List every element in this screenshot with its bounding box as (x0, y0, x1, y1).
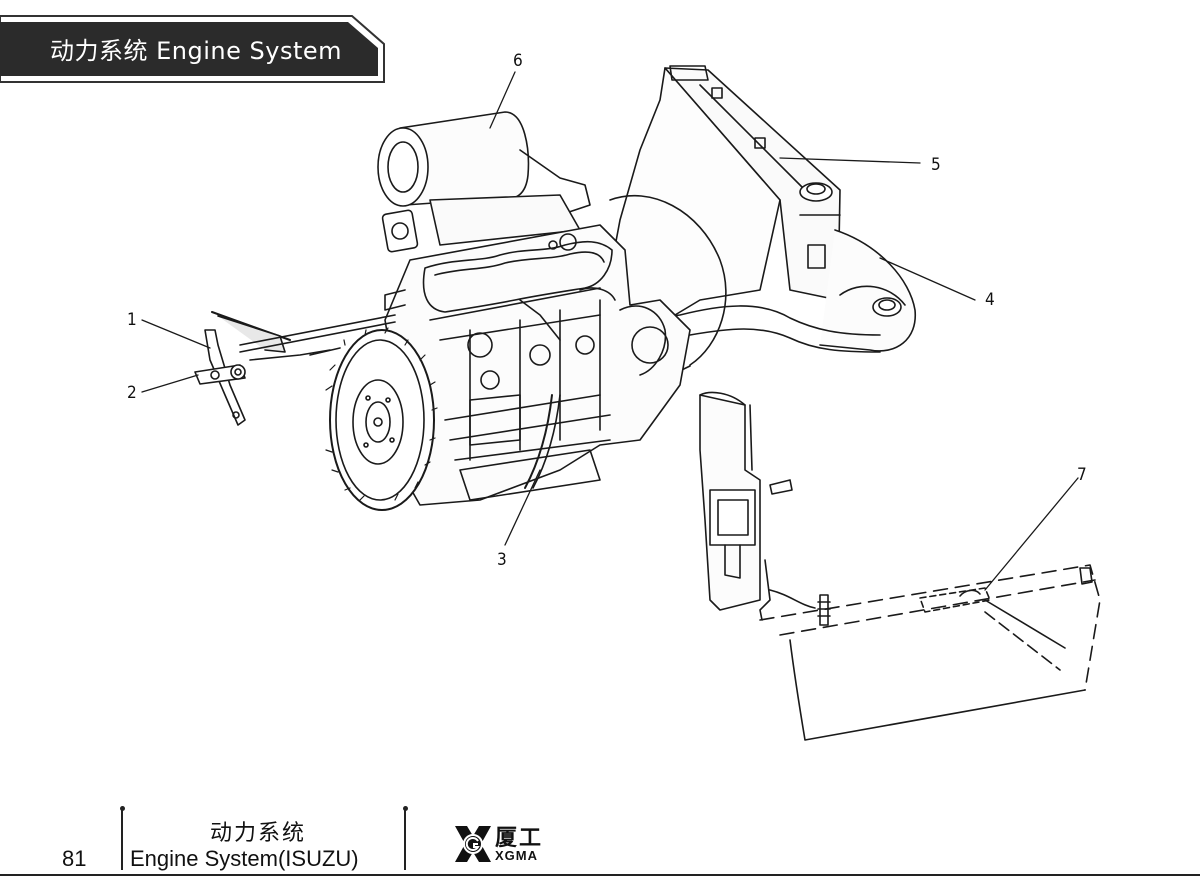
logo-text-en: XGMA (495, 848, 538, 863)
callout-leader-lines (141, 71, 1079, 591)
callout-4: 4 (985, 290, 995, 310)
callout-5: 5 (931, 155, 941, 175)
section-title-en: Engine System(ISUZU) (130, 846, 359, 871)
footer-rule (0, 874, 1200, 876)
engine-block (384, 224, 691, 506)
fuel-tank-chassis (699, 391, 1101, 741)
divider-dot (120, 806, 125, 811)
callout-6: 6 (513, 51, 523, 71)
logo-text-cn: 厦工 (495, 826, 544, 851)
dipstick (524, 394, 561, 489)
flywheel (325, 327, 438, 511)
exhaust-muffler (819, 229, 916, 352)
callout-2: 2 (127, 383, 137, 403)
header-tab-shape (0, 15, 385, 83)
divider-dot (403, 806, 408, 811)
section-title-cn: 动力系统 (210, 821, 307, 846)
section-header-tab (0, 14, 386, 84)
footer-divider-right (404, 810, 406, 870)
page-number: 81 (62, 846, 87, 871)
footer-divider-left (121, 810, 123, 870)
accelerator-linkage (194, 311, 396, 426)
callout-7: 7 (1077, 465, 1087, 485)
air-cleaner (377, 111, 591, 253)
xgma-logo: 厦工 XGMA (455, 820, 605, 870)
page-title: 动力系统 Engine System (50, 37, 343, 65)
callout-numbers: 1 2 3 4 5 6 7 (127, 51, 1087, 570)
callout-1: 1 (127, 310, 137, 330)
callout-3: 3 (497, 550, 507, 570)
xgma-logo-icon (455, 826, 491, 862)
